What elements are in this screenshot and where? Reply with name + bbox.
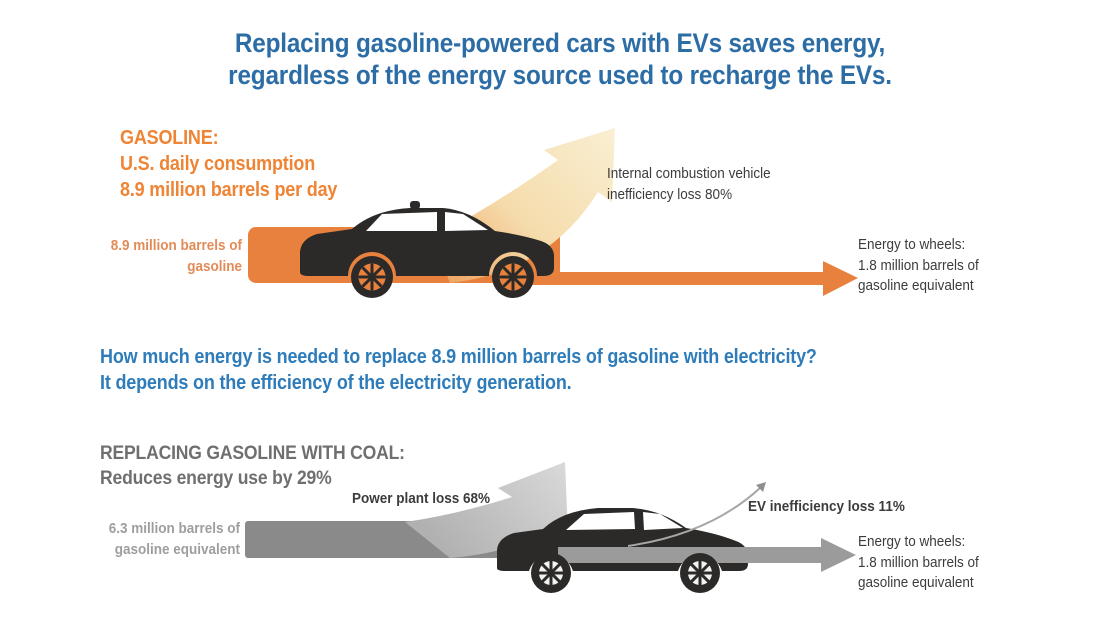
- text-line: inefficiency loss 80%: [607, 185, 733, 203]
- ev-loss-label: EV inefficiency loss 11%: [748, 497, 905, 518]
- gasoline-heading-line: U.S. daily consumption: [120, 153, 316, 175]
- page-title: Replacing gasoline-powered cars with EVs…: [56, 27, 1064, 91]
- text-line: 6.3 million barrels of: [108, 520, 240, 537]
- ev-front-wheel: [680, 553, 720, 593]
- text-line: gasoline equivalent: [858, 574, 974, 591]
- ev-loss-pointer-arrowhead: [756, 482, 766, 492]
- gasoline-output-bar: [500, 272, 823, 285]
- power-plant-loss-label: Power plant loss 68%: [352, 489, 490, 510]
- text-line: gasoline: [187, 257, 242, 275]
- ev-rear-window: [566, 512, 635, 530]
- text-line: Internal combustion vehicle: [607, 165, 771, 182]
- coal-output-label: Energy to wheels: 1.8 million barrels of…: [858, 532, 979, 594]
- ice-loss-label: Internal combustion vehicle inefficiency…: [607, 164, 771, 205]
- text-line: 8.9 million barrels of: [110, 237, 242, 254]
- car-front-window: [445, 212, 488, 231]
- gasoline-input-label: 8.9 million barrels of gasoline: [107, 236, 242, 277]
- coal-input-label: 6.3 million barrels of gasoline equivale…: [101, 519, 240, 560]
- coal-heading: REPLACING GASOLINE WITH COAL: Reduces en…: [100, 441, 405, 491]
- coal-flow-diagram: [245, 462, 856, 593]
- coal-output-arrowhead: [821, 538, 856, 572]
- gasoline-heading-line: GASOLINE:: [120, 127, 219, 149]
- car-front-wheel: [492, 256, 534, 298]
- coal-output-bar: [558, 547, 821, 563]
- coal-heading-line: REPLACING GASOLINE WITH COAL:: [100, 442, 405, 464]
- text-line: Power plant loss 68%: [352, 490, 491, 507]
- gasoline-output-arrowhead: [823, 261, 858, 296]
- title-line: regardless of the energy source used to …: [228, 60, 892, 90]
- text-line: 1.8 million barrels of: [858, 553, 979, 571]
- ev-front-window: [643, 512, 683, 530]
- ev-loss-pointer-curve: [627, 487, 761, 547]
- gasoline-flow-diagram: [248, 128, 858, 298]
- text-line: EV inefficiency loss 11%: [748, 498, 905, 515]
- gasoline-heading-line: 8.9 million barrels per day: [120, 179, 338, 201]
- gasoline-car-illustration: [300, 201, 554, 298]
- car-rear-window: [366, 212, 437, 231]
- text-line: Energy to wheels:: [858, 236, 966, 253]
- text-line: Energy to wheels:: [858, 533, 966, 550]
- question-line: It depends on the efficiency of the elec…: [100, 372, 572, 394]
- question-line: How much energy is needed to replace 8.9…: [100, 346, 817, 368]
- text-line: gasoline equivalent: [114, 540, 240, 558]
- coal-heading-line: Reduces energy use by 29%: [100, 467, 332, 489]
- car-rear-wheel: [351, 256, 393, 298]
- gasoline-heading: GASOLINE: U.S. daily consumption 8.9 mil…: [120, 125, 337, 203]
- gasoline-output-label: Energy to wheels: 1.8 million barrels of…: [858, 235, 979, 297]
- question-text: How much energy is needed to replace 8.9…: [100, 344, 817, 396]
- title-line: Replacing gasoline-powered cars with EVs…: [234, 28, 886, 58]
- text-line: gasoline equivalent: [858, 277, 974, 294]
- ev-rear-wheel: [531, 553, 571, 593]
- text-line: 1.8 million barrels of: [858, 256, 979, 274]
